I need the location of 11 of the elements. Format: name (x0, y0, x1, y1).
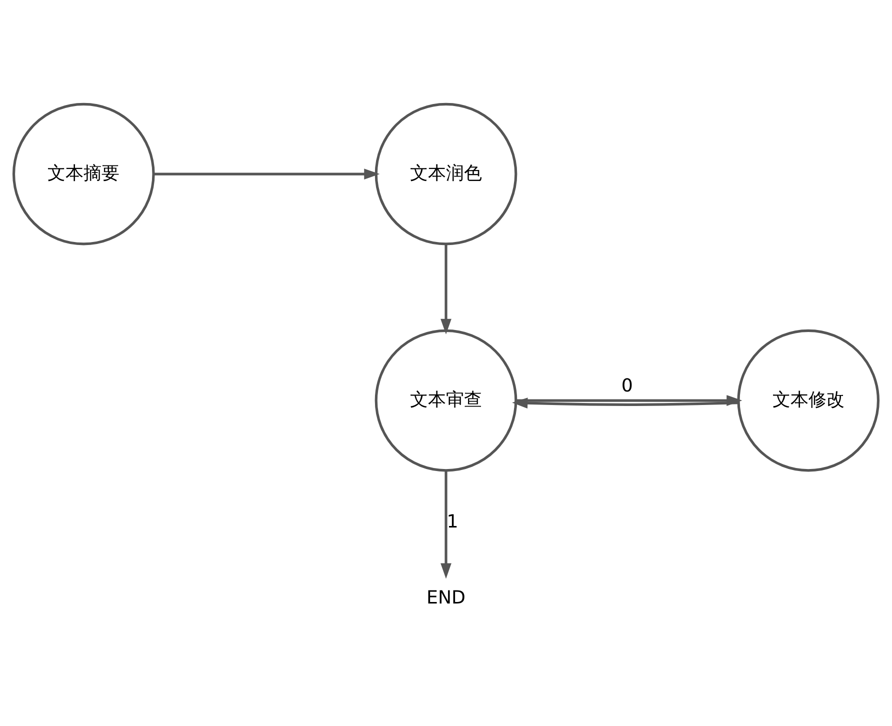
edge-label: 1 (446, 512, 458, 533)
arrow (512, 398, 738, 409)
node-circle: 文本修改 (737, 329, 880, 472)
edge-label: 0 (621, 376, 633, 397)
arrow (440, 244, 452, 334)
arrow (154, 168, 380, 180)
node-circle: 文本摘要 (12, 102, 155, 246)
node-circle: 文本润色 (374, 102, 518, 246)
arrow (440, 470, 452, 579)
node-text: END (426, 587, 466, 608)
node-circle: 文本审查 (374, 329, 518, 472)
